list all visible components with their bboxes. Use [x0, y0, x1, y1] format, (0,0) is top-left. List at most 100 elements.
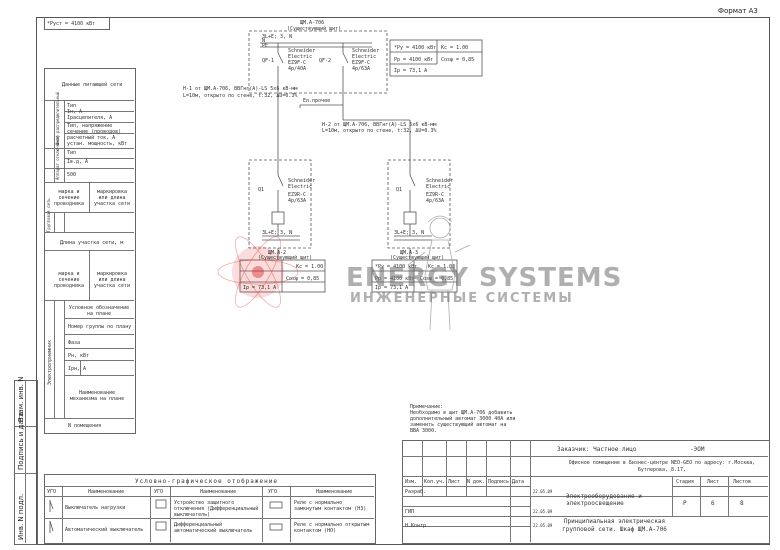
row-current: расчетный ток, А: [67, 135, 116, 141]
left-panel-model: EZ9R-C: [288, 192, 307, 198]
right-panel-pl: *Pу = 4100 кВт: [375, 264, 418, 270]
left-panel-busbar: 3L+E; 3, N: [262, 230, 293, 236]
right-panel-pp: Pp = 4100 кВт: [375, 276, 415, 282]
tb-code: -ЭОМ: [690, 446, 705, 453]
row-device-type: Тип: [67, 150, 77, 156]
tb-date-1: 22.05.09: [533, 489, 553, 494]
left-panel-cos: Cosφ = 0,85: [286, 276, 320, 282]
panel-top-n: N: [262, 38, 266, 44]
top-summary-cos: Cosφ = 0,85: [441, 57, 475, 63]
qf2-label: QF-2: [319, 58, 332, 64]
qf2-spec: 4p/63A: [352, 66, 371, 72]
legend-header-5: УГО: [268, 489, 278, 495]
tb-h-kol: Кол.уч.: [424, 479, 446, 485]
tb-h-sign: Подпись: [488, 479, 510, 485]
watermark-subtitle: ИНЖЕНЕРНЫЕ СИСТЕМЫ: [350, 291, 574, 306]
panel-right-frame: [387, 159, 451, 249]
note-title: Примечание:: [410, 404, 444, 410]
right-panel-busbar: 3L+E; 3, N: [394, 230, 425, 236]
row-wire-marking: маркировка или длина участка сети: [93, 189, 131, 207]
legend-header-6: Наименование: [316, 489, 353, 495]
row-500: 500: [67, 172, 77, 178]
tb-h-izm: Изм.: [405, 479, 418, 485]
right-panel-sub: (Существующий щит): [390, 255, 445, 261]
legend-item-relay-nc: Реле с нормально замкнутым контактом (НЗ…: [294, 500, 367, 512]
panel-top-name: ЩМ.А-706: [300, 20, 325, 26]
tb-h-list: Лист: [448, 479, 461, 485]
reserve-label: Ел.прочее: [303, 98, 331, 104]
worker-watermark-figure: [407, 215, 471, 331]
tb-section: Электрооборудование и электроосвещение: [566, 493, 642, 507]
tb-date-3: 22.05.09: [533, 523, 553, 528]
row-type: Тип: [67, 103, 77, 109]
row-iv: Iв.д, А: [67, 159, 89, 165]
legend-item-rcd: Устройство защитного отключения (Диффере…: [174, 500, 259, 518]
qf1-model: EZ9F-C: [288, 60, 307, 66]
tb-role-2: ГИП: [405, 509, 415, 515]
tb-sheet: 6: [711, 500, 715, 507]
row-installed-power: устан. мощность, кВт: [67, 141, 128, 147]
right-panel-ip: Ip = 73,1 A: [375, 285, 409, 291]
legend-header-2: Наименование: [88, 489, 125, 495]
right-panel-cos: Cosφ = 0,85: [420, 276, 454, 282]
tb-stage-header: Стадия: [676, 479, 695, 485]
row-phase: Фаза: [68, 340, 81, 346]
cable-1-line1: Н-1 от ЩМ.А-706, ВВГнг(А)-LS 5х6 кВ-мм: [183, 86, 298, 92]
top-summary-pl: *Pу = 4100 кВт: [394, 45, 437, 51]
note-line-1: Необходимо в щит ЩМ.А-706 добавить: [410, 410, 513, 416]
right-panel-spec: 4p/63A: [426, 198, 445, 204]
row-type-voltage: Тип, напряжение: [67, 123, 113, 129]
right-panel-brand: Schneider Electric: [426, 178, 454, 190]
panel-top-pe: PE: [262, 43, 269, 49]
tb-sheets: 8: [740, 500, 744, 507]
top-summary-pp: Pp = 4100 кВт: [394, 57, 434, 63]
note-line-2: дополнительный автомат 3000 40А или: [410, 416, 516, 422]
top-note: *Pуст = 4100 кВт: [47, 21, 96, 27]
left-panel-q: Q1: [258, 187, 265, 193]
drawing-frame: [36, 17, 770, 545]
right-panel-q: Q1: [396, 187, 403, 193]
qf2-model: EZ9F-C: [352, 60, 371, 66]
right-panel-name: ЩМ.А-3: [400, 250, 419, 256]
cable-2-line2: L=10м, открыто по стене, t:32, ΔU=0.3%: [322, 128, 437, 134]
tb-customer: Заказчик: Частное лицо: [557, 446, 637, 453]
cable-1-line2: L=10м, открыто по стене, t:32, ΔU=0.3%: [183, 93, 298, 99]
panel-top-sub: (Существующий щит): [287, 26, 342, 32]
left-panel-name: ЩМ.А-2: [268, 250, 287, 256]
legend-item-breaker: Автоматический выключатель: [65, 527, 144, 533]
row-power-supply: Данные питающей сети: [62, 82, 123, 88]
row-mechanism: Наименование механизма на плане: [69, 390, 125, 402]
note-line-4: ВВА 3000.: [410, 428, 438, 434]
tb-h-doc: N док.: [467, 479, 486, 485]
legend-item-rcbo: Дифференциальный автоматический выключат…: [174, 522, 253, 534]
top-summary-ip: Ip = 73,1 A: [394, 68, 428, 74]
note-line-3: заменить существующий автомат на: [410, 422, 507, 428]
legend-header-3: УГО: [154, 489, 164, 495]
energy-logo-mark: [217, 236, 299, 308]
legend-item-load-switch: Выключатель нагрузки: [65, 505, 126, 511]
watermark-title: ENERGY SYSTEMS: [346, 263, 623, 293]
legend-title: Условно-графическое отображение: [135, 478, 278, 485]
left-panel-spec: 4p/63A: [288, 198, 307, 204]
row-wire-marking-2: маркировка или длина участка сети: [93, 271, 131, 289]
row-plan-symbol: Условное обозначение на плане: [68, 305, 130, 317]
tb-date-2: 22.05.09: [533, 509, 553, 514]
tb-h-date: Дата: [512, 479, 525, 485]
row-in: Iн, A: [67, 109, 83, 115]
side-strip: [14, 380, 38, 545]
legend-header-4: Наименование: [200, 489, 237, 495]
tb-stage: Р: [683, 500, 687, 507]
left-panel-brand: Schneider Electric: [288, 178, 316, 190]
left-panel-sub: (Существующий щит): [258, 255, 313, 261]
right-panel-kc: Kc = 1.00: [428, 264, 456, 270]
tb-drawing-name: Принципиальная электрическая групповой с…: [562, 518, 667, 533]
panel-left-frame: [248, 159, 312, 249]
row-wire-brand: марка и сечение проводника: [53, 189, 85, 207]
row-section: сечение (проводов): [67, 129, 122, 135]
legend-item-relay-no: Реле с нормально открытым контактом (НО): [294, 522, 370, 534]
format-label: Формат А3: [718, 7, 758, 15]
row-segment-length: Длина участка сети, м: [60, 240, 124, 246]
cable-2-line1: Н-2 от ЩМ.А-706, ВВГнг(А)-LS 5х6 кВ-мм: [322, 122, 437, 128]
tb-sheet-header: Лист: [707, 479, 720, 485]
